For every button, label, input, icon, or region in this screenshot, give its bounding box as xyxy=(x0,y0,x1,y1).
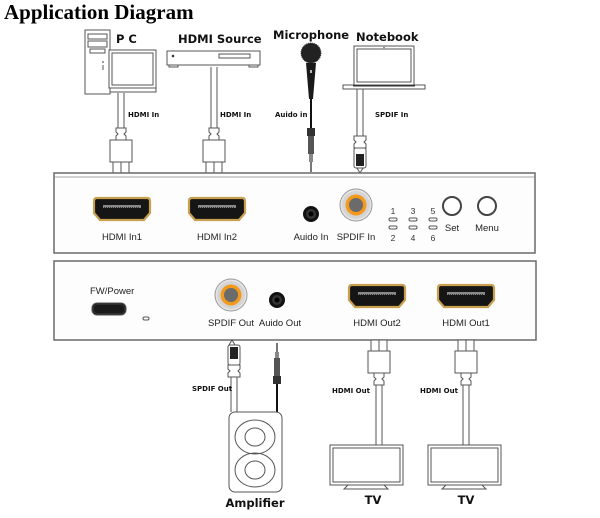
audio-in-jack[interactable] xyxy=(303,206,319,222)
rear-panel xyxy=(53,260,537,341)
output-label-amplifier: Amplifier xyxy=(226,496,285,510)
hdmi-port-pins xyxy=(358,292,396,295)
hdmi-port-pins xyxy=(198,205,236,208)
led-number-3: 3 xyxy=(411,206,416,216)
hdmi-port-shell xyxy=(436,283,496,309)
audio-in-cable xyxy=(307,99,315,172)
audio-out-jack[interactable] xyxy=(269,292,285,308)
hdmi-port-pins xyxy=(103,205,141,208)
power-led xyxy=(142,316,150,321)
spdif-port-center xyxy=(224,288,238,302)
notebook-icon xyxy=(342,45,426,90)
cable-label-hdmi-out-2: HDMI Out xyxy=(332,387,371,395)
led-number-2: 2 xyxy=(391,233,396,243)
amplifier-speaker-icon xyxy=(228,411,283,493)
hdmi-port-shell xyxy=(187,196,247,222)
port-label-hdmi-in2: HDMI In2 xyxy=(197,232,237,243)
button-label-set: Set xyxy=(445,223,460,234)
led-5 xyxy=(428,217,438,222)
tv-icon xyxy=(329,444,404,490)
diagram-title: Application Diagram xyxy=(4,0,194,24)
source-label-pc: P C xyxy=(116,32,137,46)
port-label-hdmi-in1: HDMI In1 xyxy=(102,232,142,243)
pc-icon xyxy=(84,29,157,95)
source-label-notebook: Notebook xyxy=(356,30,419,44)
output-label-tv-1: TV xyxy=(365,493,382,507)
led-2 xyxy=(388,225,398,230)
button-label-menu: Menu xyxy=(475,223,499,234)
hdmi-out-cable-1 xyxy=(454,339,478,445)
power-label: FW/Power xyxy=(90,286,134,297)
hdmi-port-in2[interactable] xyxy=(187,196,247,222)
hdmi-port-shell xyxy=(92,196,152,222)
usb-c-power-port[interactable] xyxy=(91,302,127,316)
led-6 xyxy=(428,225,438,230)
port-label-hdmi-out1: HDMI Out1 xyxy=(442,318,490,329)
port-label-spdif-out: SPDIF Out xyxy=(208,318,254,329)
cable-label-hdmi-in-1: HDMI In xyxy=(128,111,159,119)
cable-label-hdmi-out-1: HDMI Out xyxy=(420,387,459,395)
output-label-tv-2: TV xyxy=(458,493,475,507)
hdmi-out-cable-2 xyxy=(367,339,391,445)
hdmi-port-pins xyxy=(447,292,485,295)
spdif-port-center xyxy=(349,198,363,212)
audio-out-cable xyxy=(273,343,281,412)
hdmi-port-out2[interactable] xyxy=(347,283,407,309)
led-indicators: 1 3 5 2 4 6 xyxy=(388,206,438,243)
led-number-4: 4 xyxy=(411,233,416,243)
led-3 xyxy=(408,217,418,222)
source-label-microphone: Microphone xyxy=(273,28,349,42)
cable-label-spdif-in: SPDIF In xyxy=(375,111,408,119)
cable-label-spdif-out: SPDIF Out xyxy=(192,385,233,393)
hdmi-port-in1[interactable] xyxy=(92,196,152,222)
set-button[interactable] xyxy=(442,196,462,216)
led-number-1: 1 xyxy=(391,206,396,216)
port-label-audio-out: Auido Out xyxy=(259,318,302,329)
led-number-5: 5 xyxy=(431,206,436,216)
source-label-hdmi-source: HDMI Source xyxy=(178,32,262,46)
hdmi-source-box-icon xyxy=(166,50,261,68)
spdif-out-port[interactable] xyxy=(214,278,248,312)
spdif-out-cable xyxy=(227,339,241,412)
microphone-icon xyxy=(300,42,322,99)
hdmi-in-cable-2 xyxy=(202,67,226,174)
hdmi-port-shell xyxy=(347,283,407,309)
spdif-in-port[interactable] xyxy=(339,188,373,222)
led-number-6: 6 xyxy=(431,233,436,243)
menu-button[interactable] xyxy=(477,196,497,216)
led-1 xyxy=(388,217,398,222)
led-4 xyxy=(408,225,418,230)
port-label-spdif-in: SPDIF In xyxy=(337,232,376,243)
cable-label-audio-in: Auido in xyxy=(275,111,307,119)
port-label-audio-in: Auido In xyxy=(294,232,329,243)
tv-icon xyxy=(427,444,502,490)
spdif-in-cable xyxy=(353,89,367,174)
port-label-hdmi-out2: HDMI Out2 xyxy=(353,318,401,329)
hdmi-port-out1[interactable] xyxy=(436,283,496,309)
cable-label-hdmi-in-2: HDMI In xyxy=(220,111,251,119)
hdmi-in-cable-1 xyxy=(109,93,133,174)
